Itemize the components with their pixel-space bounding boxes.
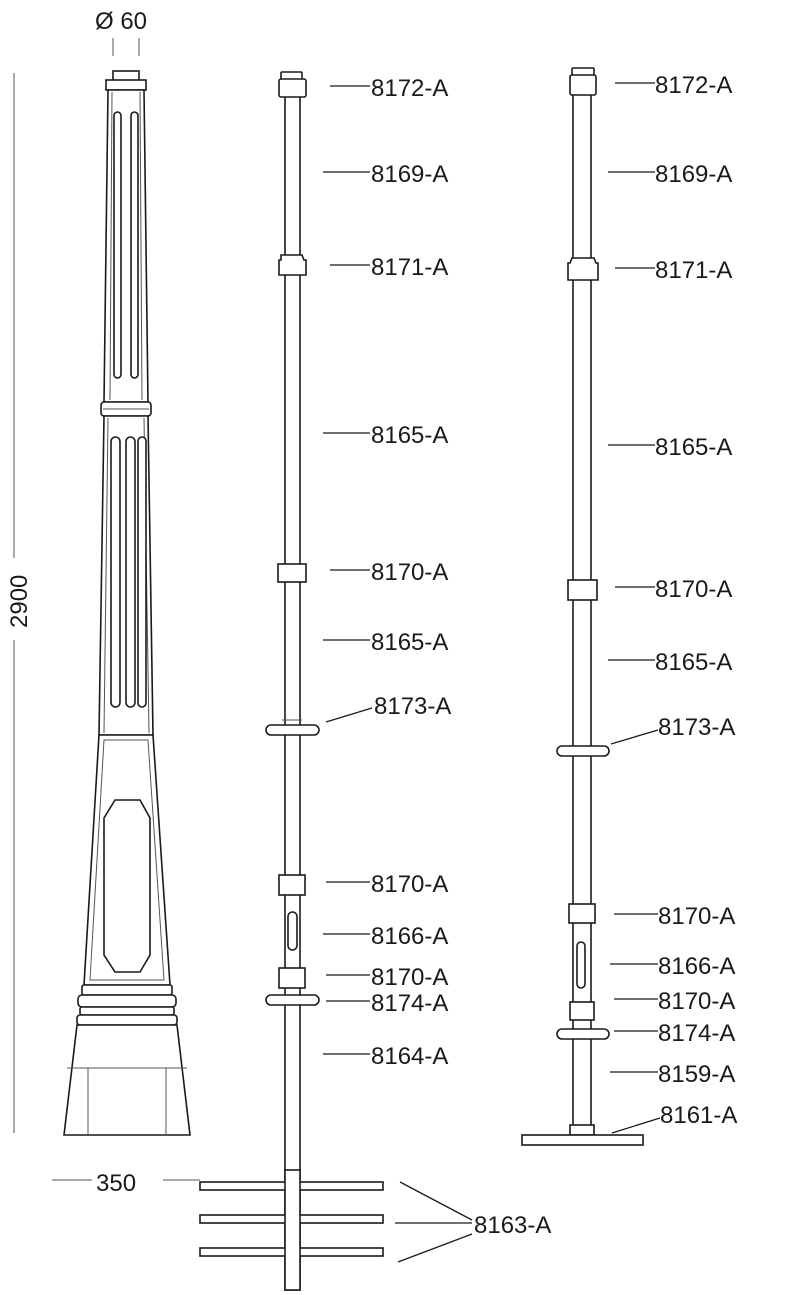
exploded-view-anchored: [199, 71, 384, 1291]
part-label: 8170-A: [655, 576, 732, 603]
diameter-label: Ø 60: [95, 8, 147, 35]
part-label: 8172-A: [655, 72, 732, 99]
part-label: 8169-A: [655, 161, 732, 188]
part-label: 8166-A: [658, 953, 735, 980]
part-label: 8170-A: [371, 964, 448, 991]
part-label: 8174-A: [658, 1020, 735, 1047]
dimension-width: 350: [52, 1170, 200, 1197]
dimension-height: 2900: [6, 73, 33, 1133]
part-label: 8172-A: [371, 75, 448, 102]
part-label: 8165-A: [655, 434, 732, 461]
part-label: 8165-A: [655, 649, 732, 676]
part-label: 8170-A: [371, 871, 448, 898]
part-label: 8165-A: [371, 422, 448, 449]
anchor-label: 8163-A: [474, 1212, 551, 1239]
part-label: 8170-A: [371, 559, 448, 586]
part-label: 8159-A: [658, 1061, 735, 1088]
exploded-view-plate: [521, 67, 644, 1146]
part-label: 8170-A: [658, 903, 735, 930]
part-label: 8166-A: [371, 923, 448, 950]
part-label: 8174-A: [371, 990, 448, 1017]
part-label: 8173-A: [374, 693, 451, 720]
right-leaders: [608, 82, 661, 1134]
part-label: 8161-A: [660, 1102, 737, 1129]
height-label: 2900: [6, 575, 33, 628]
part-label: 8170-A: [658, 988, 735, 1015]
part-label: 8173-A: [658, 714, 735, 741]
width-label: 350: [96, 1170, 136, 1197]
part-label: 8165-A: [371, 629, 448, 656]
part-label: 8164-A: [371, 1043, 448, 1070]
part-label: 8171-A: [655, 257, 732, 284]
right-labels: 8172-A 8169-A 8171-A 8165-A 8170-A 8165-…: [655, 72, 737, 1129]
dimension-diameter: Ø 60: [95, 8, 147, 56]
part-label: 8171-A: [371, 254, 448, 281]
middle-leaders: [323, 85, 473, 1263]
middle-labels: 8172-A 8169-A 8171-A 8165-A 8170-A 8165-…: [371, 75, 551, 1239]
assembled-post: [63, 70, 191, 1136]
part-label: 8169-A: [371, 161, 448, 188]
